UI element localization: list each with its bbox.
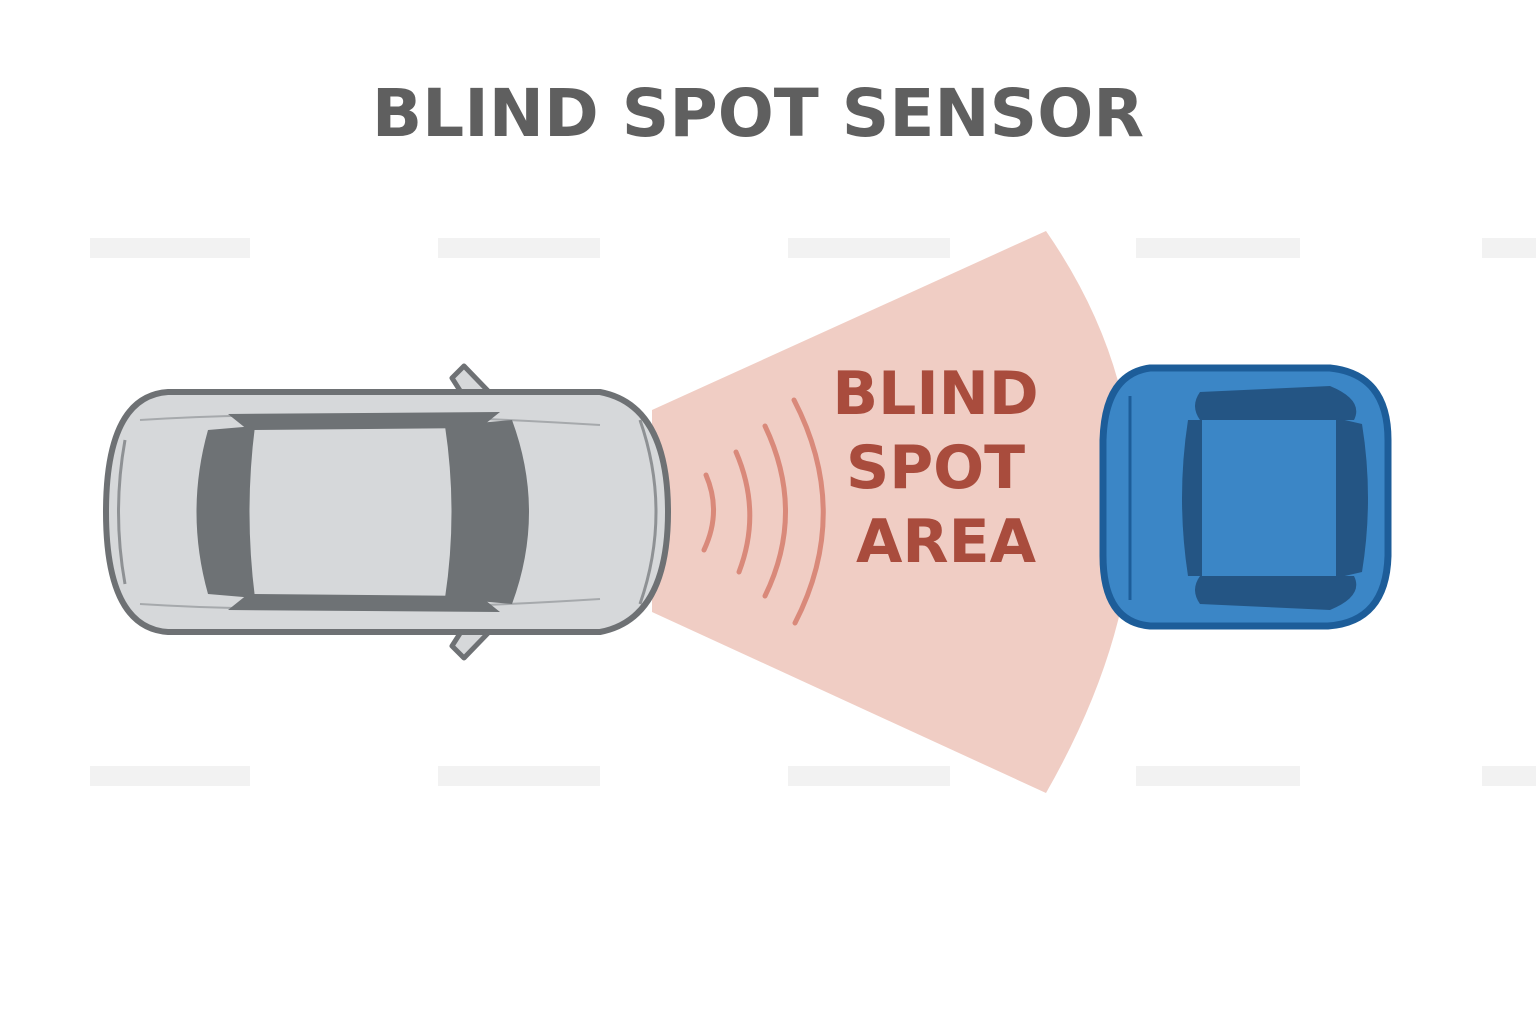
zone-label-line: AREA [856,507,1037,577]
zone-label-line: BLIND [832,359,1038,429]
lane-markings [90,238,1536,786]
lane-dash [438,238,600,258]
signal-waves-icon [701,397,826,626]
zone-label-line: SPOT [846,433,1025,503]
lane-dash [1482,766,1536,786]
diagram-title: BLIND SPOT SENSOR [372,75,1144,152]
sedan-top-view-icon [103,363,671,661]
lane-dash [1136,766,1300,786]
lane-dash [788,238,950,258]
lane-dash [90,766,250,786]
lane-dash [788,766,950,786]
lane-dash [438,766,600,786]
blind-spot-zone [652,231,1134,793]
car-top-view-icon [1099,364,1392,630]
lane-dash [90,238,250,258]
lane-dash [1136,238,1300,258]
blind-spot-area-label: BLIND SPOT AREA [832,359,1059,577]
lane-dash [1482,238,1536,258]
